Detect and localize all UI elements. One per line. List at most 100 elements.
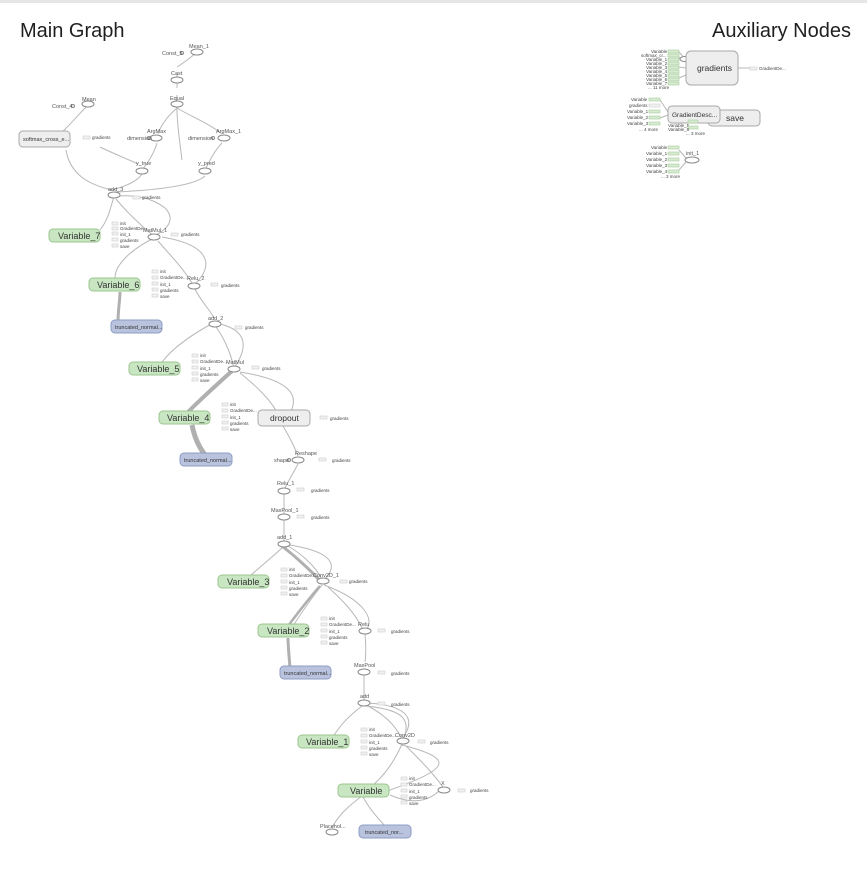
svg-text:gradients: gradients [329, 635, 348, 640]
svg-text:init: init [289, 567, 296, 572]
variable-4-node[interactable]: Variable_4 init GradientDe... init_1 gra… [158, 402, 257, 432]
variable-2-links: init GradientDe... init_1 gradients save [320, 616, 356, 646]
conv2d-1-node[interactable]: Conv2D_1 [313, 573, 339, 585]
aux-group-1-inputs: Variable softmax_cr... Variable_1 Variab… [641, 49, 680, 90]
variable-2-node[interactable]: Variable_2 init GradientDe... init_1 gra… [257, 616, 356, 646]
relu-node[interactable]: Relu gradients [358, 622, 410, 635]
maxpool-node[interactable]: MaxPool gradients [354, 663, 410, 676]
svg-text:init_1: init_1 [160, 282, 171, 287]
aux-save-node[interactable]: save [707, 109, 761, 127]
svg-text:GradientDe...: GradientDe... [120, 226, 147, 231]
variable-5-node[interactable]: Variable_5 init GradientDe... init_1 gra… [128, 353, 227, 383]
aux-init-1-node[interactable]: init_1 [684, 151, 700, 164]
dimension-node[interactable]: dimension [127, 136, 152, 142]
svg-text:truncated_nor...: truncated_nor... [365, 830, 404, 836]
svg-text:MatMul_1: MatMul_1 [143, 228, 167, 234]
truncated-normal-3-node[interactable]: truncated_normal... [110, 319, 163, 334]
softmax-node[interactable]: softmax_cross_e... gradients [18, 130, 111, 148]
svg-text:GradientDe...: GradientDe... [230, 408, 257, 413]
truncated-normal-2-node[interactable]: truncated_normal... [179, 452, 233, 467]
const-5-node[interactable]: Const_5 [162, 51, 184, 57]
conv2d-node[interactable]: Conv2D gradients [395, 733, 449, 745]
mean-node[interactable]: Mean [81, 97, 96, 108]
dimension-1-node[interactable]: dimension [188, 136, 215, 142]
svg-text:Variable_1: Variable_1 [646, 57, 668, 62]
svg-text:gradients: gradients [349, 579, 368, 584]
svg-text:GradientDe...: GradientDe... [759, 66, 786, 71]
svg-text:MaxPool_1: MaxPool_1 [271, 508, 299, 514]
equal-node[interactable]: Equal [170, 96, 184, 108]
variable-7-node[interactable]: Variable_7 init GradientDe... init_1 gra… [48, 221, 147, 249]
svg-text:gradients: gradients [391, 702, 410, 707]
shape-node[interactable]: shape [274, 458, 291, 464]
variable-1-node[interactable]: Variable_1 init GradientDe... init_1 gra… [297, 727, 396, 757]
svg-text:save: save [369, 752, 379, 757]
variable-4-links: init GradientDe... init_1 gradients save [221, 402, 257, 432]
svg-text:gradients: gradients [92, 135, 111, 140]
svg-text:add_3: add_3 [108, 187, 123, 193]
svg-text:gradients: gradients [245, 325, 264, 330]
maxpool-1-node[interactable]: MaxPool_1 gradients [271, 508, 330, 521]
svg-text:save: save [409, 801, 419, 806]
svg-text:gradients: gradients [311, 515, 330, 520]
svg-text:init: init [200, 353, 207, 358]
svg-text:Variable_2: Variable_2 [646, 157, 668, 162]
svg-text:gradients: gradients [369, 746, 388, 751]
svg-text:Mean_1: Mean_1 [189, 44, 209, 50]
svg-text:Variable: Variable [631, 97, 648, 102]
svg-text:Conv2D_1: Conv2D_1 [313, 573, 339, 579]
svg-text:Const_4: Const_4 [52, 104, 73, 110]
svg-text:gradients: gradients [330, 416, 349, 421]
truncated-normal-1-node[interactable]: truncated_normal... [279, 665, 332, 680]
variable-node[interactable]: Variable init GradientDe... init_1 gradi… [337, 776, 436, 806]
dropout-node[interactable]: dropout gradients [257, 409, 349, 427]
cast-node[interactable]: Cast [170, 71, 184, 84]
matmul-node[interactable]: MatMul gradients [226, 360, 281, 373]
svg-text:... 3 more: ... 3 more [661, 174, 681, 179]
svg-text:Variable_6: Variable_6 [668, 127, 690, 132]
svg-text:MaxPool: MaxPool [354, 663, 375, 669]
variable-3-node[interactable]: Variable_3 init GradientDe... init_1 gra… [217, 567, 316, 597]
svg-text:Variable_3: Variable_3 [646, 163, 668, 168]
svg-text:init_1: init_1 [409, 789, 420, 794]
y-pred-node[interactable]: y_pred [198, 161, 215, 175]
svg-text:Variable_1: Variable_1 [646, 151, 668, 156]
svg-text:save: save [230, 427, 240, 432]
svg-text:Variable: Variable [350, 786, 382, 796]
reshape-node[interactable]: Reshape gradients [291, 451, 351, 464]
svg-text:Variable_5: Variable_5 [137, 364, 179, 374]
const-4-node[interactable]: Const_4 [52, 104, 75, 110]
svg-text:Variable_2: Variable_2 [267, 626, 309, 636]
add-node[interactable]: add gradients [357, 694, 410, 707]
svg-text:Mean: Mean [82, 97, 96, 103]
mean-1-node[interactable]: Mean_1 [189, 44, 209, 56]
aux-group-2-inputs: Variable gradients Variable_1 Variable_2… [627, 97, 661, 132]
svg-text:Variable_3: Variable_3 [227, 577, 269, 587]
relu-1-node[interactable]: Relu_1 gradients [277, 481, 330, 495]
relu-2-node[interactable]: Relu_2 gradients [187, 276, 240, 290]
svg-text:y_true: y_true [136, 161, 151, 167]
add-2-node[interactable]: add_2 gradients [208, 316, 264, 330]
svg-text:add: add [360, 694, 369, 700]
truncated-normal-0-node[interactable]: truncated_nor... [358, 824, 412, 839]
aux-gradients-node[interactable]: gradients GradientDe... [685, 50, 786, 86]
svg-text:Variable_5: Variable_5 [668, 123, 690, 128]
svg-text:Variable: Variable [651, 49, 668, 54]
svg-text:add_1: add_1 [277, 535, 292, 541]
y-true-node[interactable]: y_true [135, 161, 151, 175]
svg-text:gradients: gradients [142, 195, 161, 200]
svg-text:save: save [726, 113, 744, 123]
matmul-1-node[interactable]: MatMul_1 gradients [143, 228, 200, 241]
svg-text:dropout: dropout [270, 413, 299, 423]
add-1-node[interactable]: add_1 gradients [277, 535, 368, 584]
add-3-node[interactable]: add_3 gradients [107, 187, 161, 200]
x-node[interactable]: X gradients [437, 781, 489, 794]
svg-text:gradients: gradients [230, 421, 249, 426]
svg-text:Reshape: Reshape [295, 451, 317, 457]
argmax-1-node[interactable]: ArgMax_1 [216, 129, 241, 142]
svg-text:gradients: gradients [160, 288, 179, 293]
svg-text:... 3 more: ... 3 more [686, 131, 706, 136]
variable-6-node[interactable]: Variable_6 init GradientDe... init_1 gra… [88, 269, 187, 299]
placeholder-node[interactable]: Placehol... [320, 824, 346, 836]
